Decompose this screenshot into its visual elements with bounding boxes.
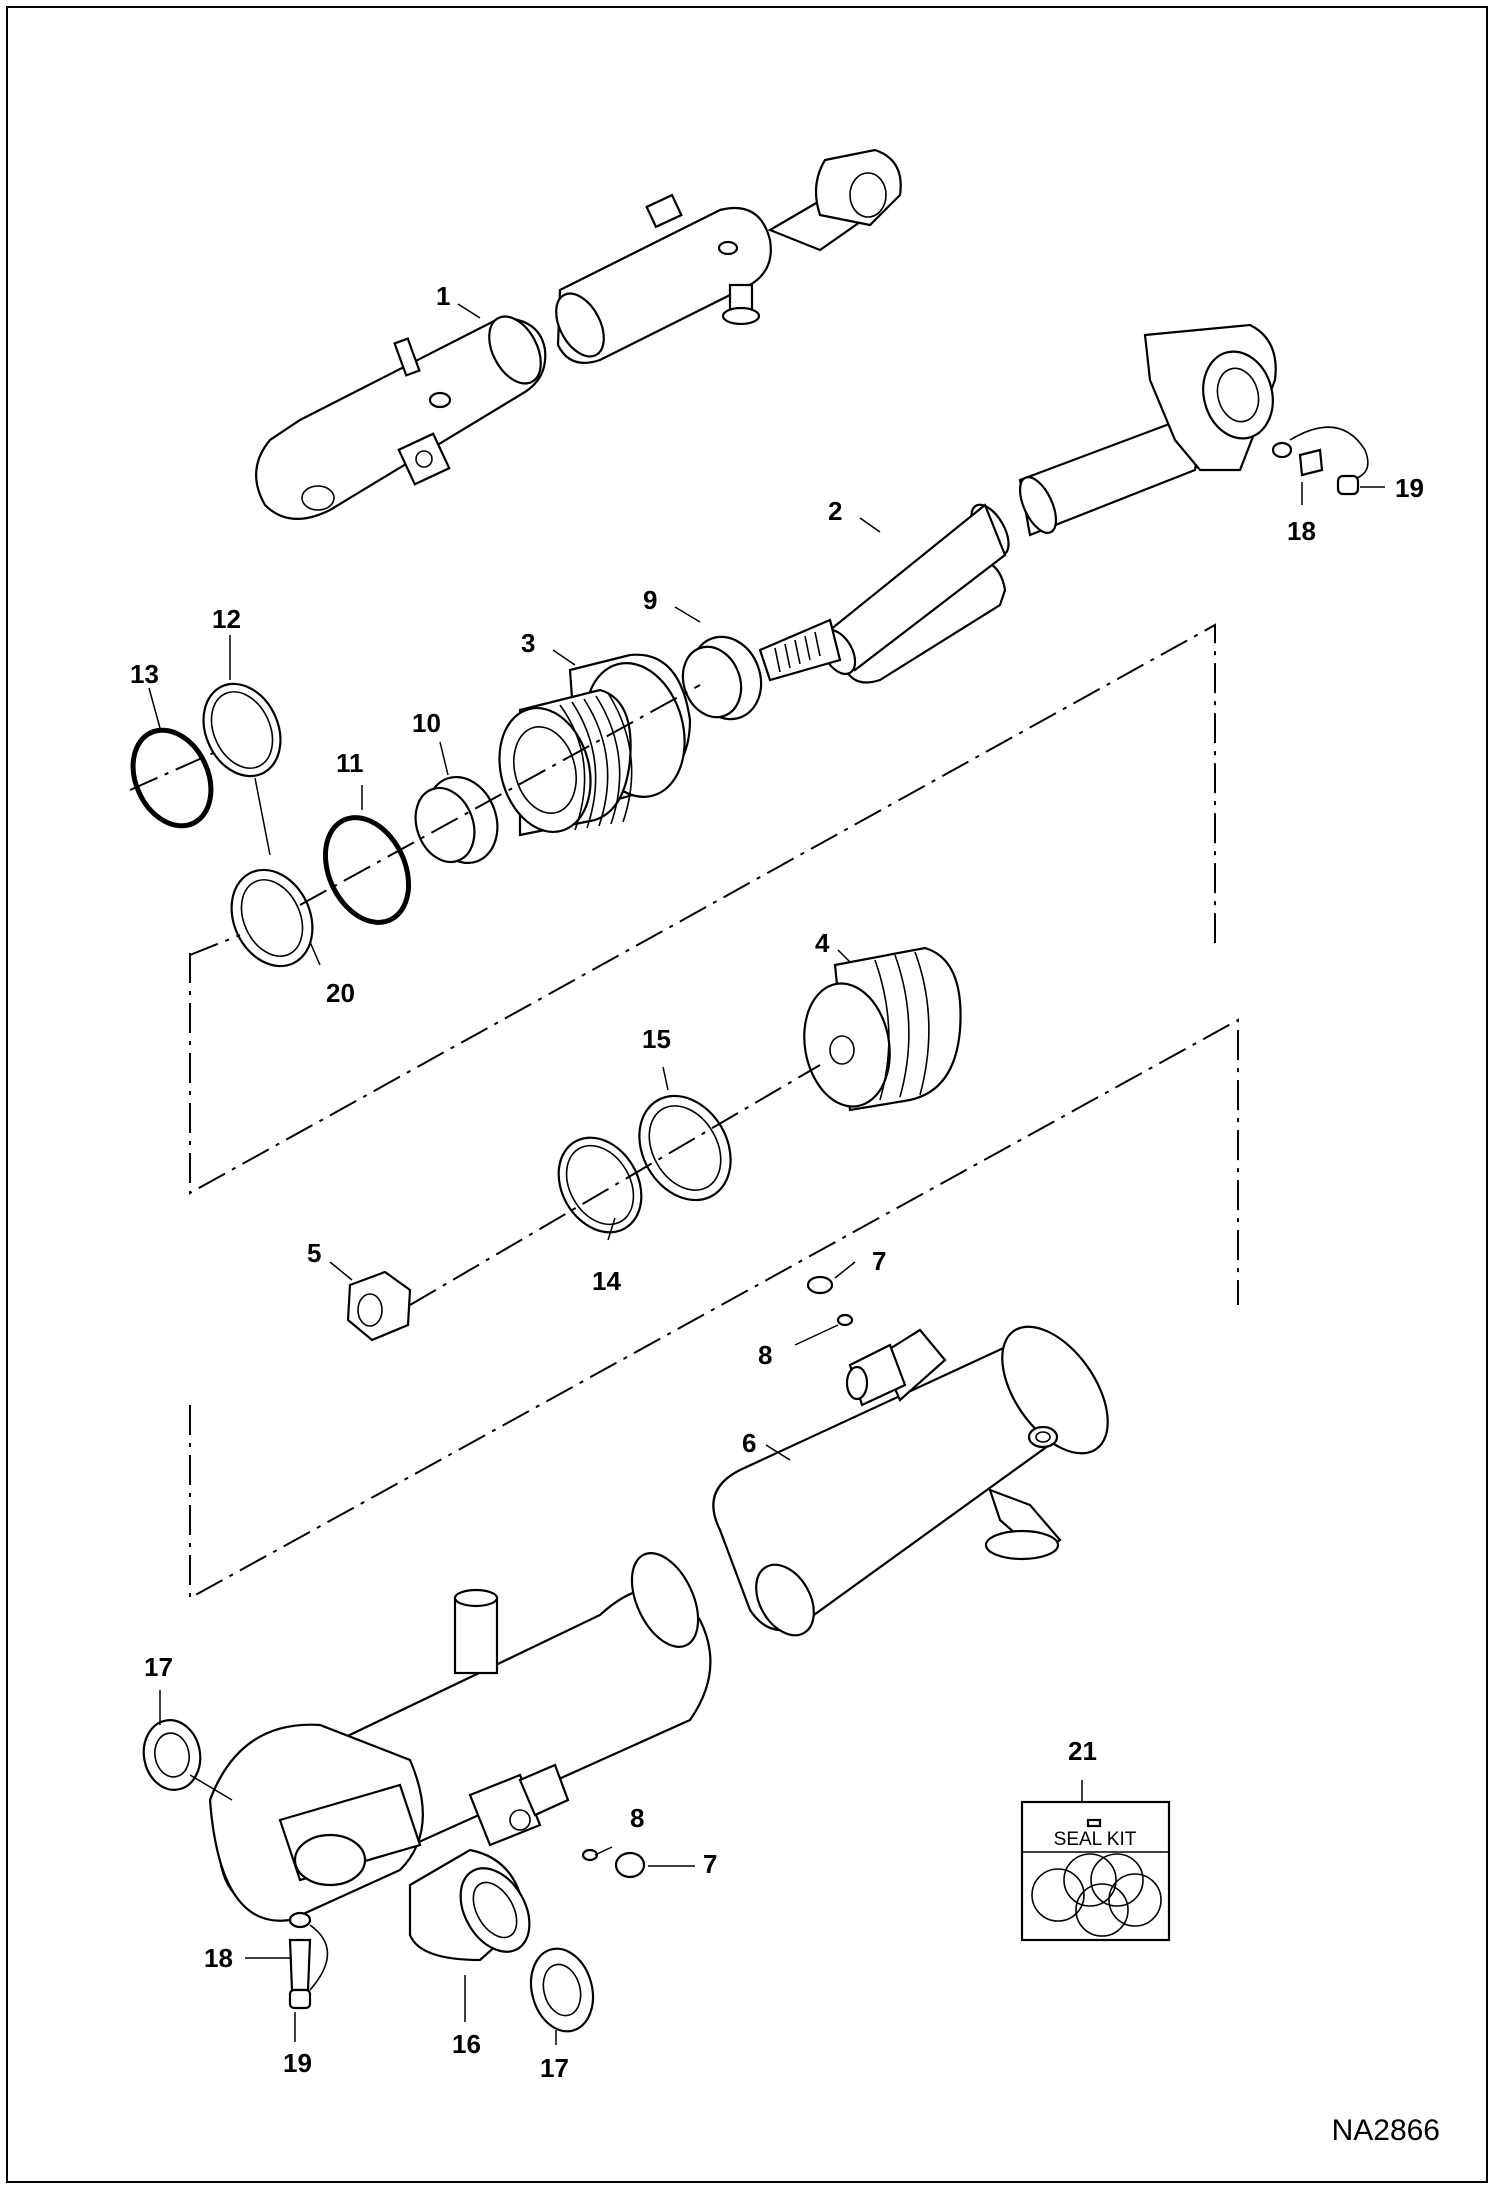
piston-rod [758,323,1277,684]
leader-lines [148,303,1385,2045]
grease-fitting-bottom [288,1911,329,2010]
drawing-code: NA2866 [1332,2114,1440,2147]
o-ring-8-bottom [581,1848,599,1862]
o-ring-8-top [836,1313,854,1327]
port-fitting-bottom [468,1763,570,1847]
grease-fitting-top [1271,426,1369,496]
callout-15: 15 [642,1024,671,1054]
callout-17-top: 17 [144,1652,173,1682]
bushing-16 [408,1848,531,1962]
callout-6: 6 [742,1428,756,1458]
plug-7-top [806,1275,834,1295]
bearing-17-top [142,1719,202,1791]
callout-1: 1 [436,281,450,311]
callout-labels: 1 2 3 4 5 6 7 7 8 8 9 10 11 12 13 14 15 … [130,281,1424,2083]
piston-nut [346,1270,412,1342]
callout-2: 2 [828,496,842,526]
callout-19-bottom: 19 [283,2048,312,2078]
seal-kit-box: SEAL KIT [1020,1800,1171,1942]
ring-14 [557,1136,643,1234]
callout-11: 11 [336,748,364,778]
callout-18-bottom: 18 [204,1943,233,1973]
assembly-centerlines [129,623,1239,1600]
callout-9: 9 [643,585,657,615]
cylinder-barrel [712,1325,1109,1637]
callout-8-bottom: 8 [630,1803,644,1833]
gland [498,653,692,837]
callout-14: 14 [592,1266,621,1296]
plug-7-bottom [614,1851,646,1879]
o-ring-11 [322,815,412,925]
assembled-cylinder-rod-end [555,148,902,364]
ring-10 [414,775,499,865]
callout-4: 4 [815,928,830,958]
callout-5: 5 [307,1238,321,1268]
o-ring-13 [130,727,214,829]
callout-13: 13 [130,659,159,689]
callout-3: 3 [521,628,535,658]
barrel-butt-end [208,1552,712,1922]
piston-seal-15 [638,1094,732,1202]
piston [803,946,962,1112]
callout-7-top: 7 [872,1246,886,1276]
callout-20: 20 [326,978,355,1008]
wiper-20 [230,868,314,968]
seal-kit-label: SEAL KIT [1054,1829,1137,1850]
callout-7-bottom: 7 [703,1849,717,1879]
backup-ring-12 [202,682,282,778]
callout-18-top: 18 [1287,516,1316,546]
callout-12: 12 [212,604,241,634]
callout-16: 16 [452,2029,481,2059]
callout-21: 21 [1068,1736,1097,1766]
assembled-cylinder-barrel [255,315,547,520]
callout-8-top: 8 [758,1340,772,1370]
wear-ring-9 [681,635,763,721]
callout-17-bottom: 17 [540,2053,569,2083]
port-fitting-top [845,1328,947,1407]
callout-10: 10 [412,708,441,738]
callout-19-top: 19 [1395,473,1424,503]
bearing-17-bottom [529,1947,595,2033]
